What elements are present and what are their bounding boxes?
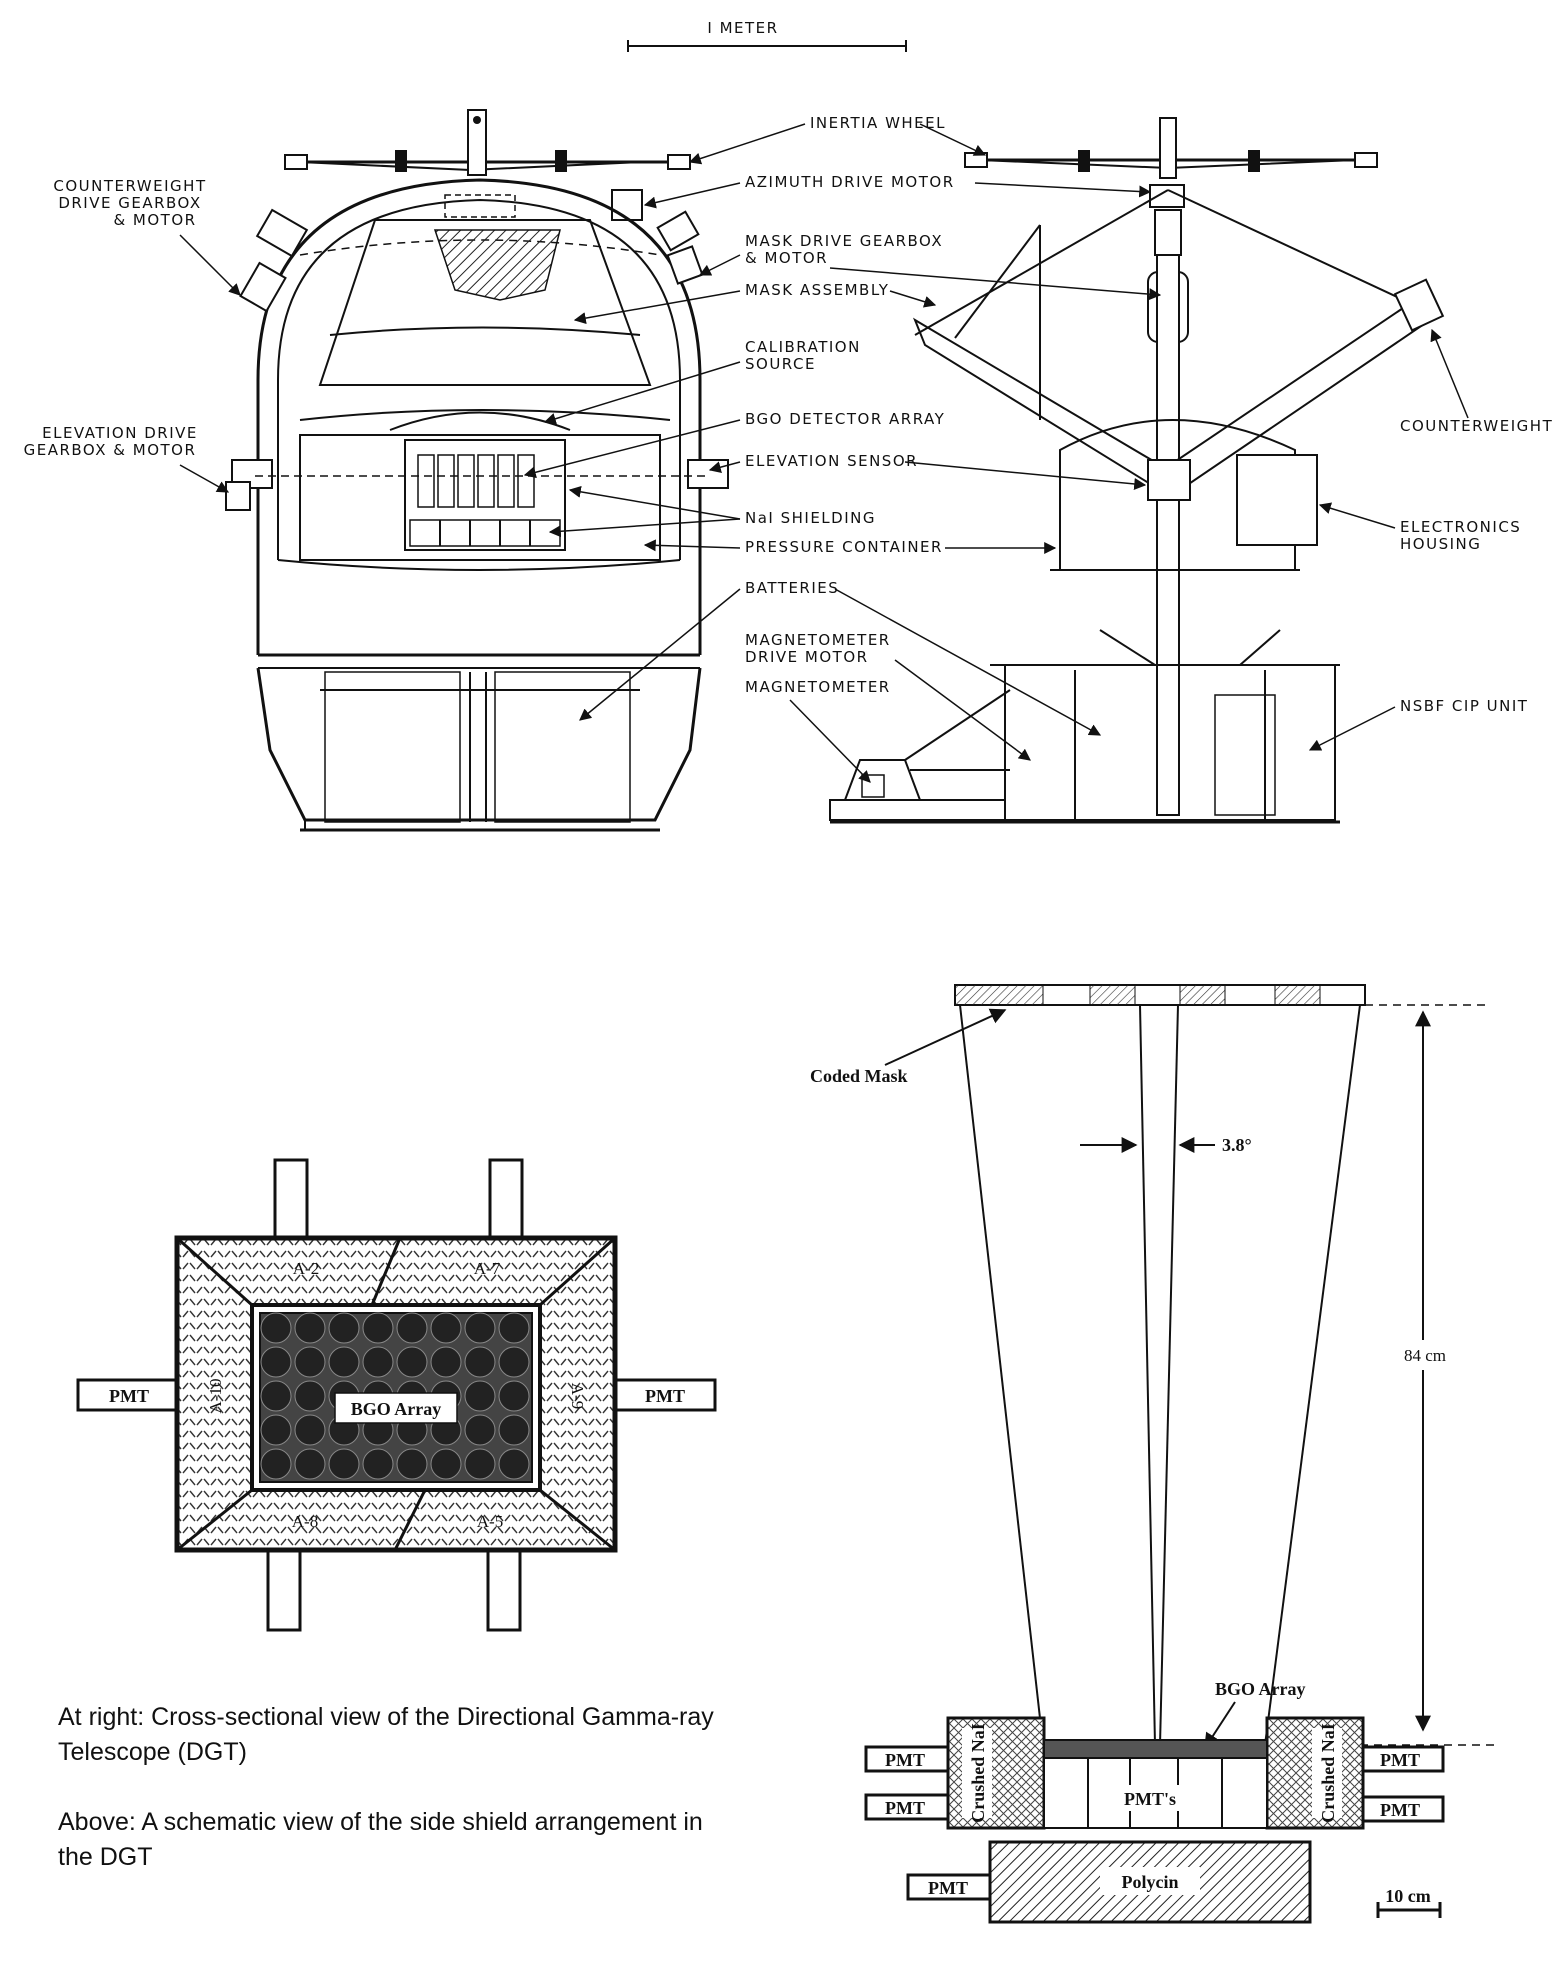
bgo-crystal <box>498 1448 530 1480</box>
side-shield-schematic: PMT PMT BGO Array A-2 A-7 A-10 A-9 A-8 A… <box>76 1158 717 1632</box>
bgo-crystal <box>294 1380 326 1412</box>
polycin-label: Polycin <box>1122 1872 1179 1892</box>
bgo-crystal <box>294 1448 326 1480</box>
bgo-crystal <box>396 1448 428 1480</box>
caption-line-3: Above: A schematic view of the side shie… <box>58 1808 703 1836</box>
scale-bar: I METER <box>627 19 907 52</box>
bgo-crystal <box>294 1346 326 1378</box>
label-nsbf-cip-unit: NSBF CIP UNIT <box>1400 697 1528 715</box>
bgo-crystal <box>396 1312 428 1344</box>
pmt-left-label: PMT <box>109 1386 149 1406</box>
label-counterweight-drive-line2: DRIVE GEARBOX <box>58 194 201 212</box>
bgo-crystal <box>396 1346 428 1378</box>
pmt-label-right-top: PMT <box>1380 1750 1420 1770</box>
segment-a9-label: A-9 <box>568 1383 587 1409</box>
bgo-crystal <box>464 1312 496 1344</box>
label-bgo-detector-array: BGO DETECTOR ARRAY <box>745 410 945 428</box>
label-magnetometer-drive-line2: DRIVE MOTOR <box>745 648 869 666</box>
segment-a10-label: A-10 <box>206 1379 225 1414</box>
label-calibration-line2: SOURCE <box>745 355 816 373</box>
bgo-array-cs-label: BGO Array <box>1215 1679 1306 1699</box>
label-electronics-line2: HOUSING <box>1400 535 1481 553</box>
label-magnetometer-drive-line1: MAGNETOMETER <box>745 631 891 649</box>
label-batteries: BATTERIES <box>745 579 839 597</box>
bgo-crystal <box>498 1414 530 1446</box>
telescope-labels: INERTIA WHEEL AZIMUTH DRIVE MOTOR COUNTE… <box>24 114 1553 783</box>
label-elevation-drive-line1: ELEVATION DRIVE <box>42 424 198 442</box>
pmt-right-box <box>613 1378 717 1412</box>
segment-a7-label: A-7 <box>474 1259 501 1278</box>
label-elevation-sensor: ELEVATION SENSOR <box>745 452 918 470</box>
bgo-crystal <box>294 1312 326 1344</box>
label-azimuth-drive-motor: AZIMUTH DRIVE MOTOR <box>745 173 955 191</box>
crushed-nai-left-label: Crushed NaI <box>968 1723 988 1823</box>
pmts-center-label: PMT's <box>1124 1789 1176 1809</box>
label-mask-drive-line2: & MOTOR <box>745 249 828 267</box>
scale-10cm-label: 10 cm <box>1385 1886 1430 1906</box>
label-magnetometer: MAGNETOMETER <box>745 678 891 696</box>
label-mask-drive-line1: MASK DRIVE GEARBOX <box>745 232 943 250</box>
caption-line-1: At right: Cross-sectional view of the Di… <box>58 1703 714 1731</box>
bgo-crystal <box>328 1346 360 1378</box>
bgo-crystal <box>464 1380 496 1412</box>
angle-label: 3.8° <box>1222 1135 1252 1155</box>
caption-line-2: Telescope (DGT) <box>58 1738 247 1766</box>
dgt-cross-section: 3.8° Coded Mask 84 cm BGO Array Crushed … <box>810 984 1495 1924</box>
label-counterweight-drive-line3: & MOTOR <box>113 211 196 229</box>
bgo-crystal <box>430 1346 462 1378</box>
pmt-label-polycin: PMT <box>928 1878 968 1898</box>
telescope-front-view <box>225 109 729 832</box>
bgo-crystal <box>260 1380 292 1412</box>
bgo-crystal <box>328 1448 360 1480</box>
bgo-crystal <box>260 1346 292 1378</box>
bgo-crystal <box>260 1448 292 1480</box>
bgo-crystal <box>294 1414 326 1446</box>
label-calibration-line1: CALIBRATION <box>745 338 861 356</box>
height-label: 84 cm <box>1404 1346 1446 1365</box>
pmt-label-left-bottom: PMT <box>885 1798 925 1818</box>
bgo-crystal <box>362 1312 394 1344</box>
label-elevation-drive-line2: GEARBOX & MOTOR <box>24 441 197 459</box>
bgo-crystal <box>260 1414 292 1446</box>
bgo-crystal <box>498 1346 530 1378</box>
telescope-side-view <box>829 117 1445 824</box>
bgo-array-label: BGO Array <box>351 1399 442 1419</box>
figure-caption: At right: Cross-sectional view of the Di… <box>58 1703 714 1871</box>
bgo-crystal <box>498 1380 530 1412</box>
crushed-nai-right-label: Crushed NaI <box>1318 1723 1338 1823</box>
segment-a8-label: A-8 <box>292 1512 318 1531</box>
bgo-crystal <box>430 1448 462 1480</box>
pmt-label-left-top: PMT <box>885 1750 925 1770</box>
label-counterweight-drive-line1: COUNTERWEIGHT <box>53 177 206 195</box>
label-mask-assembly: MASK ASSEMBLY <box>745 281 889 299</box>
bgo-crystal <box>362 1346 394 1378</box>
label-counterweight: COUNTERWEIGHT <box>1400 417 1553 435</box>
pmt-label-right-bottom: PMT <box>1380 1800 1420 1820</box>
bgo-crystal-grid <box>260 1312 530 1480</box>
pmt-left-box <box>76 1378 182 1412</box>
coded-mask-label: Coded Mask <box>810 1066 908 1086</box>
bgo-crystal <box>464 1346 496 1378</box>
bgo-crystal <box>328 1312 360 1344</box>
segment-a2-label: A-2 <box>293 1259 319 1278</box>
caption-line-4: the DGT <box>58 1843 152 1871</box>
segment-a5-label: A-5 <box>477 1512 503 1531</box>
label-pressure-container: PRESSURE CONTAINER <box>745 538 943 556</box>
scale-bar-label: I METER <box>707 19 778 37</box>
pmt-right-label: PMT <box>645 1386 685 1406</box>
bgo-crystal <box>430 1312 462 1344</box>
bgo-crystal <box>498 1312 530 1344</box>
bgo-crystal <box>464 1414 496 1446</box>
label-nai-shielding: NaI SHIELDING <box>745 509 876 527</box>
label-inertia-wheel: INERTIA WHEEL <box>810 114 946 132</box>
bgo-crystal <box>464 1448 496 1480</box>
bgo-crystal <box>260 1312 292 1344</box>
bgo-crystal <box>362 1448 394 1480</box>
label-electronics-line1: ELECTRONICS <box>1400 518 1521 536</box>
